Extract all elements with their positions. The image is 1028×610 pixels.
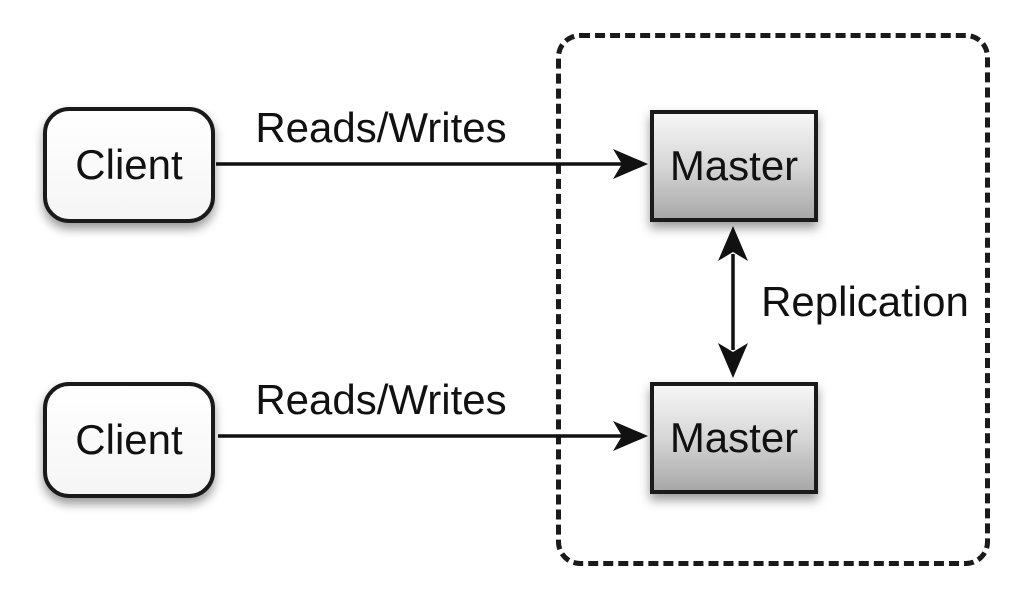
master-node-2-label: Master xyxy=(669,414,799,461)
reads-writes-arrow-bottom xyxy=(218,421,648,451)
master-node-2: Master xyxy=(650,382,818,494)
replication-group-boundary xyxy=(556,33,990,566)
reads-writes-arrow-top xyxy=(216,149,648,179)
client-node-1: Client xyxy=(43,107,215,223)
client-node-2: Client xyxy=(43,382,215,498)
client-node-2-label: Client xyxy=(75,416,183,463)
client-node-1-label: Client xyxy=(75,141,183,188)
reads-writes-label-bottom: Reads/Writes xyxy=(255,376,507,423)
reads-writes-label-top: Reads/Writes xyxy=(255,104,507,151)
master-node-1-label: Master xyxy=(669,142,799,189)
replication-label: Replication xyxy=(761,278,969,325)
master-node-1: Master xyxy=(650,110,818,222)
replication-double-arrow xyxy=(718,226,748,378)
